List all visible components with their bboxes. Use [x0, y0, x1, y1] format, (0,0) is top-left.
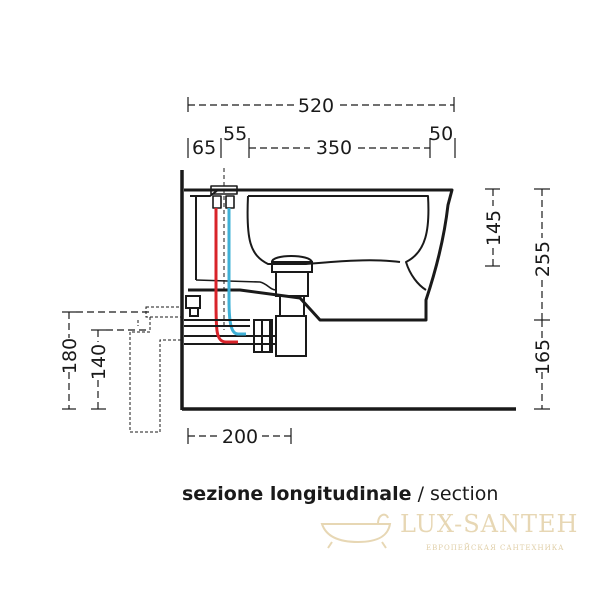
dim-label-200: 200	[222, 426, 258, 448]
hot-water-pipe	[214, 208, 238, 344]
dim-label-350: 350	[316, 137, 352, 159]
dim-left-heights	[62, 311, 150, 410]
section-caption: sezione longitudinale / section	[182, 483, 498, 505]
watermark-brand: LUX-SANTEH	[400, 510, 579, 538]
wall-and-floor	[180, 170, 516, 411]
dim-label-145: 145	[483, 210, 505, 246]
dim-label-50: 50	[429, 123, 453, 145]
dim-label-180: 180	[59, 338, 81, 374]
dim-depth	[187, 428, 292, 444]
dashed-siphon	[129, 306, 183, 433]
caption-italian: sezione longitudinale	[182, 483, 412, 505]
caption-english: section	[430, 483, 499, 505]
dim-segments	[187, 138, 456, 158]
dim-right-heights	[485, 188, 550, 410]
cold-water-pipe	[227, 208, 246, 336]
dim-label-65: 65	[192, 137, 216, 159]
watermark-tagline: ЕВРОПЕЙСКАЯ САНТЕХНИКА	[426, 544, 565, 552]
dim-label-520: 520	[298, 95, 334, 117]
watermark: LUX-SANTEH ЕВРОПЕЙСКАЯ САНТЕХНИКА	[318, 508, 588, 558]
bidet-body	[184, 168, 454, 330]
dim-label-55: 55	[223, 123, 247, 145]
dim-label-140: 140	[88, 344, 110, 380]
drain-assembly	[184, 255, 314, 357]
dim-total-width	[187, 97, 455, 112]
dim-label-255: 255	[532, 241, 554, 277]
dim-label-165: 165	[532, 339, 554, 375]
caption-separator: /	[411, 483, 431, 505]
wall-fittings	[184, 295, 250, 327]
bathtub-logo-icon	[320, 513, 392, 549]
